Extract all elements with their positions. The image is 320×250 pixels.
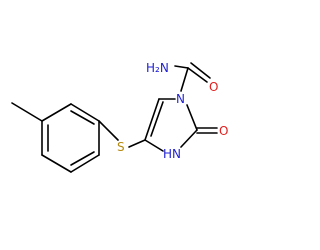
bond-c4-c5-inner	[150, 101, 164, 137]
structure-drawing: H₂N O N O HN S	[11, 61, 228, 173]
bond-aryl-s	[98, 120, 119, 141]
atom-ring-n: N	[176, 92, 185, 106]
bond-n1-amide-c	[180, 67, 189, 92]
bond-amide-c-o-double	[190, 62, 211, 79]
bond-benz-inner-2	[70, 151, 95, 166]
bonds	[11, 62, 218, 173]
atom-amide-nh2: H₂N	[146, 61, 169, 75]
atom-amide-o: O	[209, 80, 218, 94]
bond-n3-c4	[144, 139, 164, 152]
bond-benz-inner-1	[70, 110, 95, 125]
bond-s-c4	[128, 139, 146, 148]
bond-n1-c2	[186, 104, 198, 131]
bond-c4-c5	[144, 98, 160, 141]
bond-benz-4	[70, 154, 100, 173]
bond-amide-c-n	[174, 65, 189, 69]
molecule-diagram: H₂N O N O HN S	[11, 61, 229, 173]
bond-benz-2	[70, 103, 100, 122]
bond-benz-5	[41, 154, 72, 173]
bond-c2-n3	[180, 129, 198, 148]
atom-labels: H₂N O N O HN S	[117, 61, 228, 161]
atom-ring-nh: HN	[163, 147, 181, 161]
atom-sulfur: S	[117, 140, 125, 154]
bond-amide-c-o	[187, 67, 208, 83]
bond-methyl	[11, 102, 43, 122]
atom-ring-o: O	[219, 124, 228, 138]
bond-benz-1	[41, 103, 72, 122]
